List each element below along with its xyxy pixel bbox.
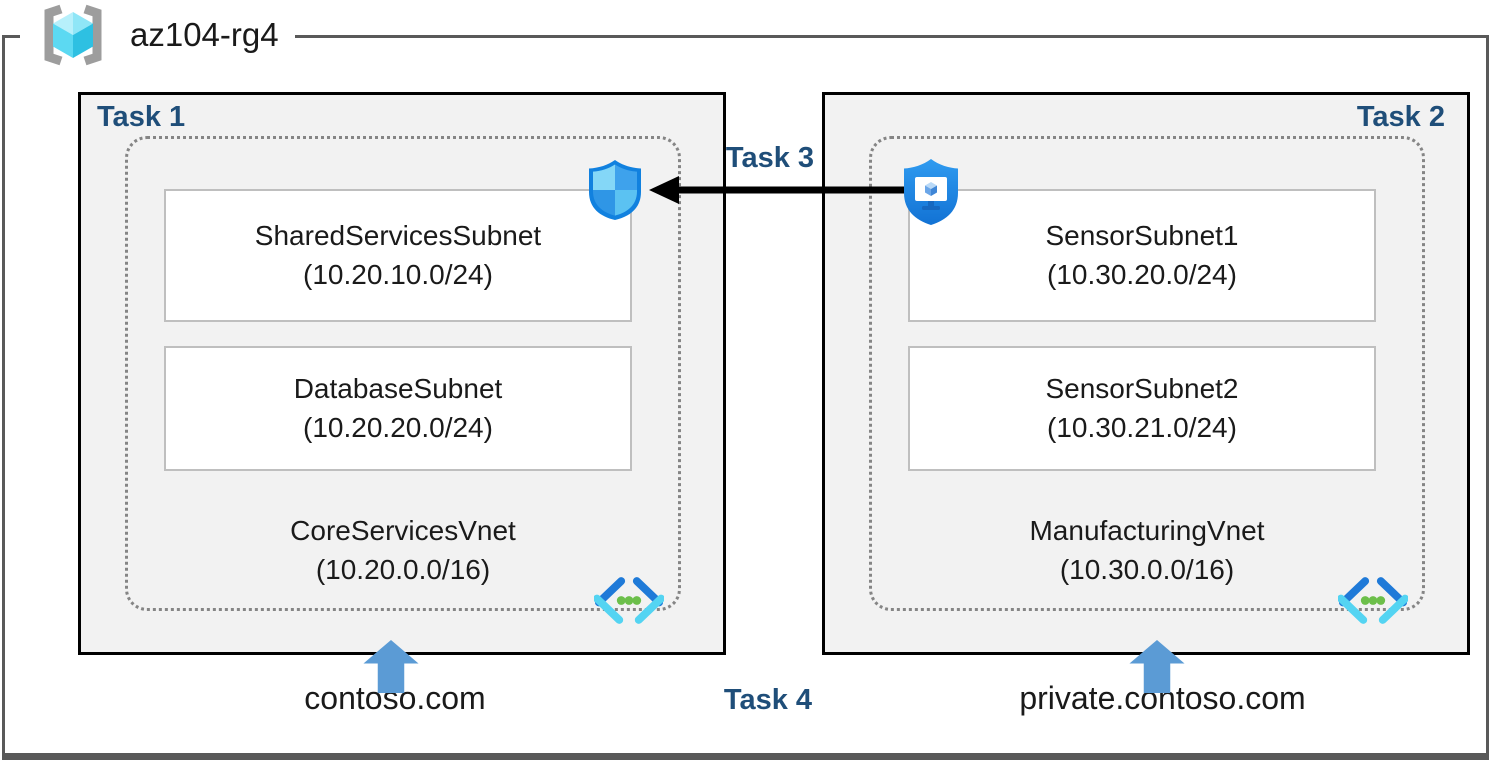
black-left-arrow-icon bbox=[649, 176, 904, 204]
bastion-shield-icon bbox=[904, 159, 958, 225]
resource-group-name: az104-rg4 bbox=[130, 16, 279, 53]
task-4-label: Task 4 bbox=[723, 684, 813, 716]
virtual-network-icon bbox=[594, 577, 664, 624]
task-3-label: Task 3 bbox=[725, 142, 815, 174]
blue-up-arrow-icon bbox=[1129, 640, 1185, 693]
blue-up-arrow-icon bbox=[363, 640, 419, 693]
subnet-cidr: (10.20.10.0/24) bbox=[303, 258, 493, 290]
subnet-name: SensorSubnet1 bbox=[1045, 219, 1239, 251]
task-2-label: Task 2 bbox=[1356, 101, 1445, 133]
resource-group-icon bbox=[44, 4, 102, 66]
coreservices-vnet-label: CoreServicesVnet (10.20.0.0/16) bbox=[128, 511, 678, 589]
vnet-name-text: ManufacturingVnet bbox=[1029, 515, 1265, 546]
virtual-network-icon bbox=[1338, 577, 1408, 624]
network-security-group-shield-icon bbox=[589, 160, 641, 220]
vnet-cidr-text: (10.20.0.0/16) bbox=[315, 554, 491, 586]
resource-group-frame bbox=[2, 35, 1489, 760]
task-1-label: Task 1 bbox=[97, 101, 186, 133]
subnet-sensor1: SensorSubnet1 (10.30.20.0/24) bbox=[908, 189, 1376, 322]
resource-group-legend: az104-rg4 bbox=[20, 2, 295, 68]
subnet-name: SharedServicesSubnet bbox=[254, 219, 542, 251]
vnet-box-manufacturing: Task 2 SensorSubnet1 (10.30.20.0/24) Sen… bbox=[822, 92, 1470, 655]
manufacturing-vnet-boundary: SensorSubnet1 (10.30.20.0/24) SensorSubn… bbox=[869, 136, 1425, 624]
vnet-box-coreservices: Task 1 SharedServicesSubnet (10.20.10.0/… bbox=[78, 92, 726, 655]
subnet-cidr: (10.20.20.0/24) bbox=[303, 411, 493, 443]
subnet-sharedservices: SharedServicesSubnet (10.20.10.0/24) bbox=[164, 189, 632, 322]
vnet-cidr-text: (10.30.0.0/16) bbox=[1059, 554, 1235, 586]
coreservices-vnet-boundary: SharedServicesSubnet (10.20.10.0/24) Dat… bbox=[125, 136, 681, 624]
vnet-name-text: CoreServicesVnet bbox=[290, 515, 516, 546]
subnet-sensor2: SensorSubnet2 (10.30.21.0/24) bbox=[908, 346, 1376, 471]
subnet-cidr: (10.30.21.0/24) bbox=[1047, 411, 1237, 443]
subnet-name: DatabaseSubnet bbox=[293, 372, 503, 404]
manufacturing-vnet-label: ManufacturingVnet (10.30.0.0/16) bbox=[872, 511, 1422, 589]
subnet-cidr: (10.30.20.0/24) bbox=[1047, 258, 1237, 290]
subnet-database: DatabaseSubnet (10.20.20.0/24) bbox=[164, 346, 632, 471]
subnet-name: SensorSubnet2 bbox=[1045, 372, 1239, 404]
